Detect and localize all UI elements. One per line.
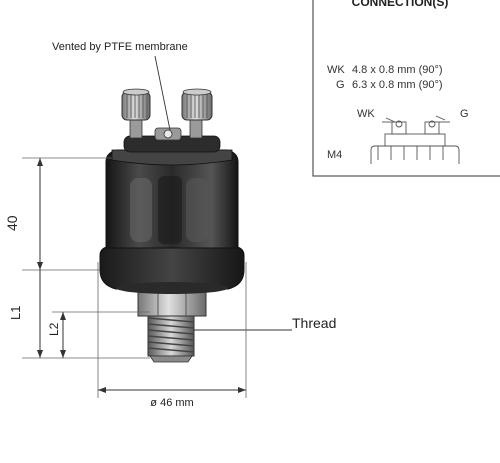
l1-label: L1 [8,306,23,320]
connection-row-g-spec: 6.3 x 0.8 mm (90°) [352,79,443,91]
l2-dimension: L2 [47,311,150,358]
membrane-label: Vented by PTFE membrane [52,41,188,53]
terminal-g-label: G [460,108,469,120]
height-value: 40 [4,215,20,231]
left-terminal-cap [121,88,151,139]
l1-dimension: L1 [8,270,150,359]
annotations: Vented by PTFE membrane 40 L1 L2 [4,41,336,409]
thread-label: Thread [292,315,336,331]
connection-row-wk-name: WK [327,64,345,76]
diameter-label: ø 46 mm [150,397,193,409]
ptfe-membrane-vent [154,127,182,141]
housing-ribs [130,176,208,244]
diameter-dimension: ø 46 mm [97,262,247,409]
terminal-wk-label: WK [357,108,375,120]
connection-panel: CONNECTION(S) WK 4.8 x 0.8 mm (90°) G 6.… [312,0,500,177]
thread-callout: Thread [194,315,336,331]
threaded-stem [147,313,195,363]
connection-row-g-name: G [336,79,345,91]
height-dimension: 40 [4,157,112,271]
connection-title: CONNECTION(S) [352,0,449,9]
right-terminal-cap [181,88,213,139]
membrane-leader [154,55,171,131]
terminal-sketch [370,115,460,164]
connection-row-wk-spec: 4.8 x 0.8 mm (90°) [352,64,443,76]
sensor-body [99,88,245,363]
m4-label: M4 [327,149,342,161]
l2-label: L2 [47,322,61,336]
